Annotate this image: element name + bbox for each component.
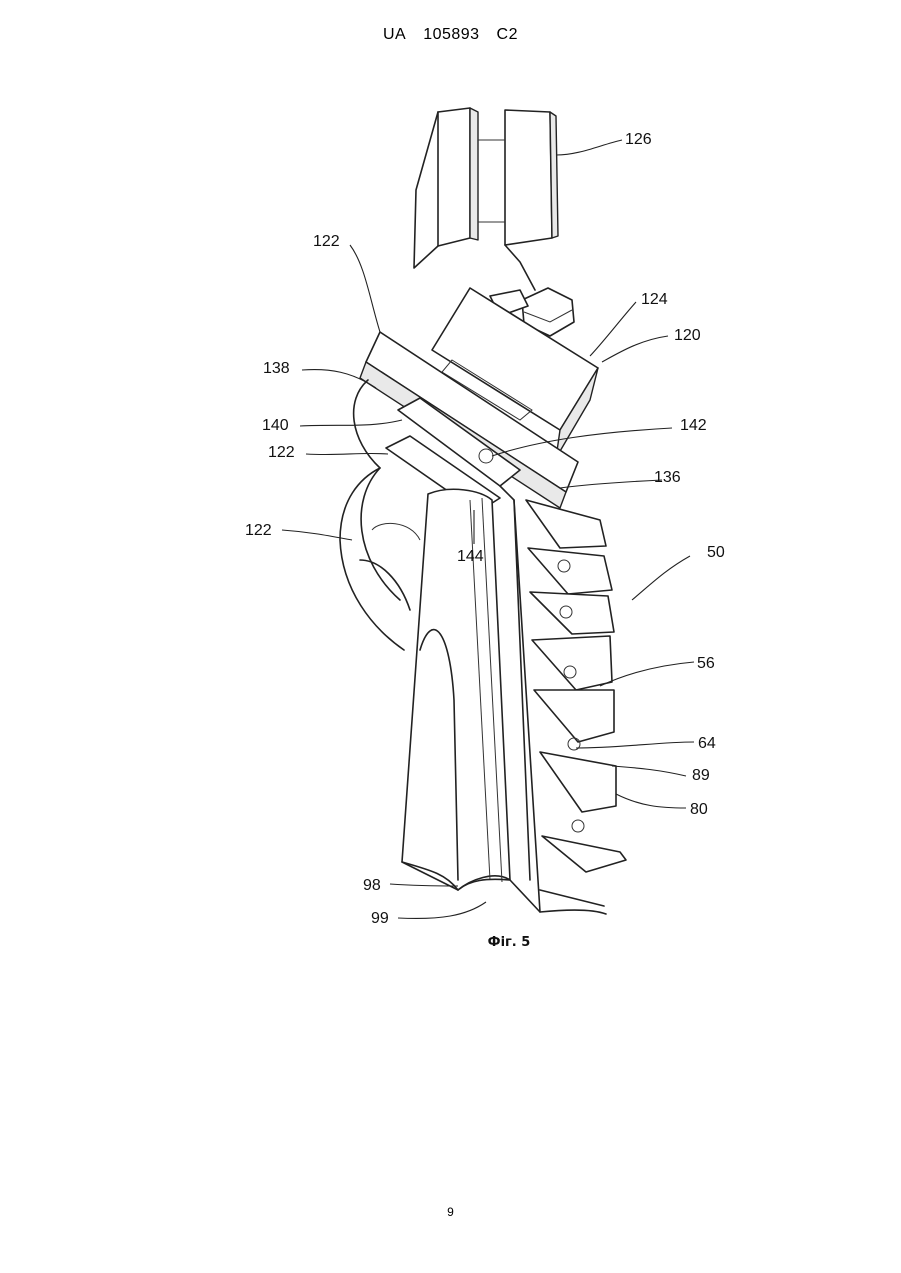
clevis-bracket [414,108,558,290]
label-56: 56 [697,655,715,672]
curved-body [340,380,420,650]
label-99: 99 [371,910,389,927]
label-122-middle: 122 [268,444,295,461]
label-140: 140 [262,417,289,434]
label-126: 126 [625,131,652,148]
label-80: 80 [690,801,708,818]
label-122-top: 122 [313,233,340,250]
label-122-lower: 122 [245,522,272,539]
label-50: 50 [707,544,725,561]
label-144: 144 [457,548,484,565]
label-124: 124 [641,291,668,308]
label-64: 64 [698,735,716,752]
label-89: 89 [692,767,710,784]
page-number: 9 [0,1205,901,1219]
label-142: 142 [680,417,707,434]
label-120: 120 [674,327,701,344]
figure-illustration [340,108,626,914]
serrated-cutter [500,486,626,912]
figure-caption: Фіг. 5 [488,935,531,950]
label-136: 136 [654,469,681,486]
label-98: 98 [363,877,381,894]
label-138: 138 [263,360,290,377]
